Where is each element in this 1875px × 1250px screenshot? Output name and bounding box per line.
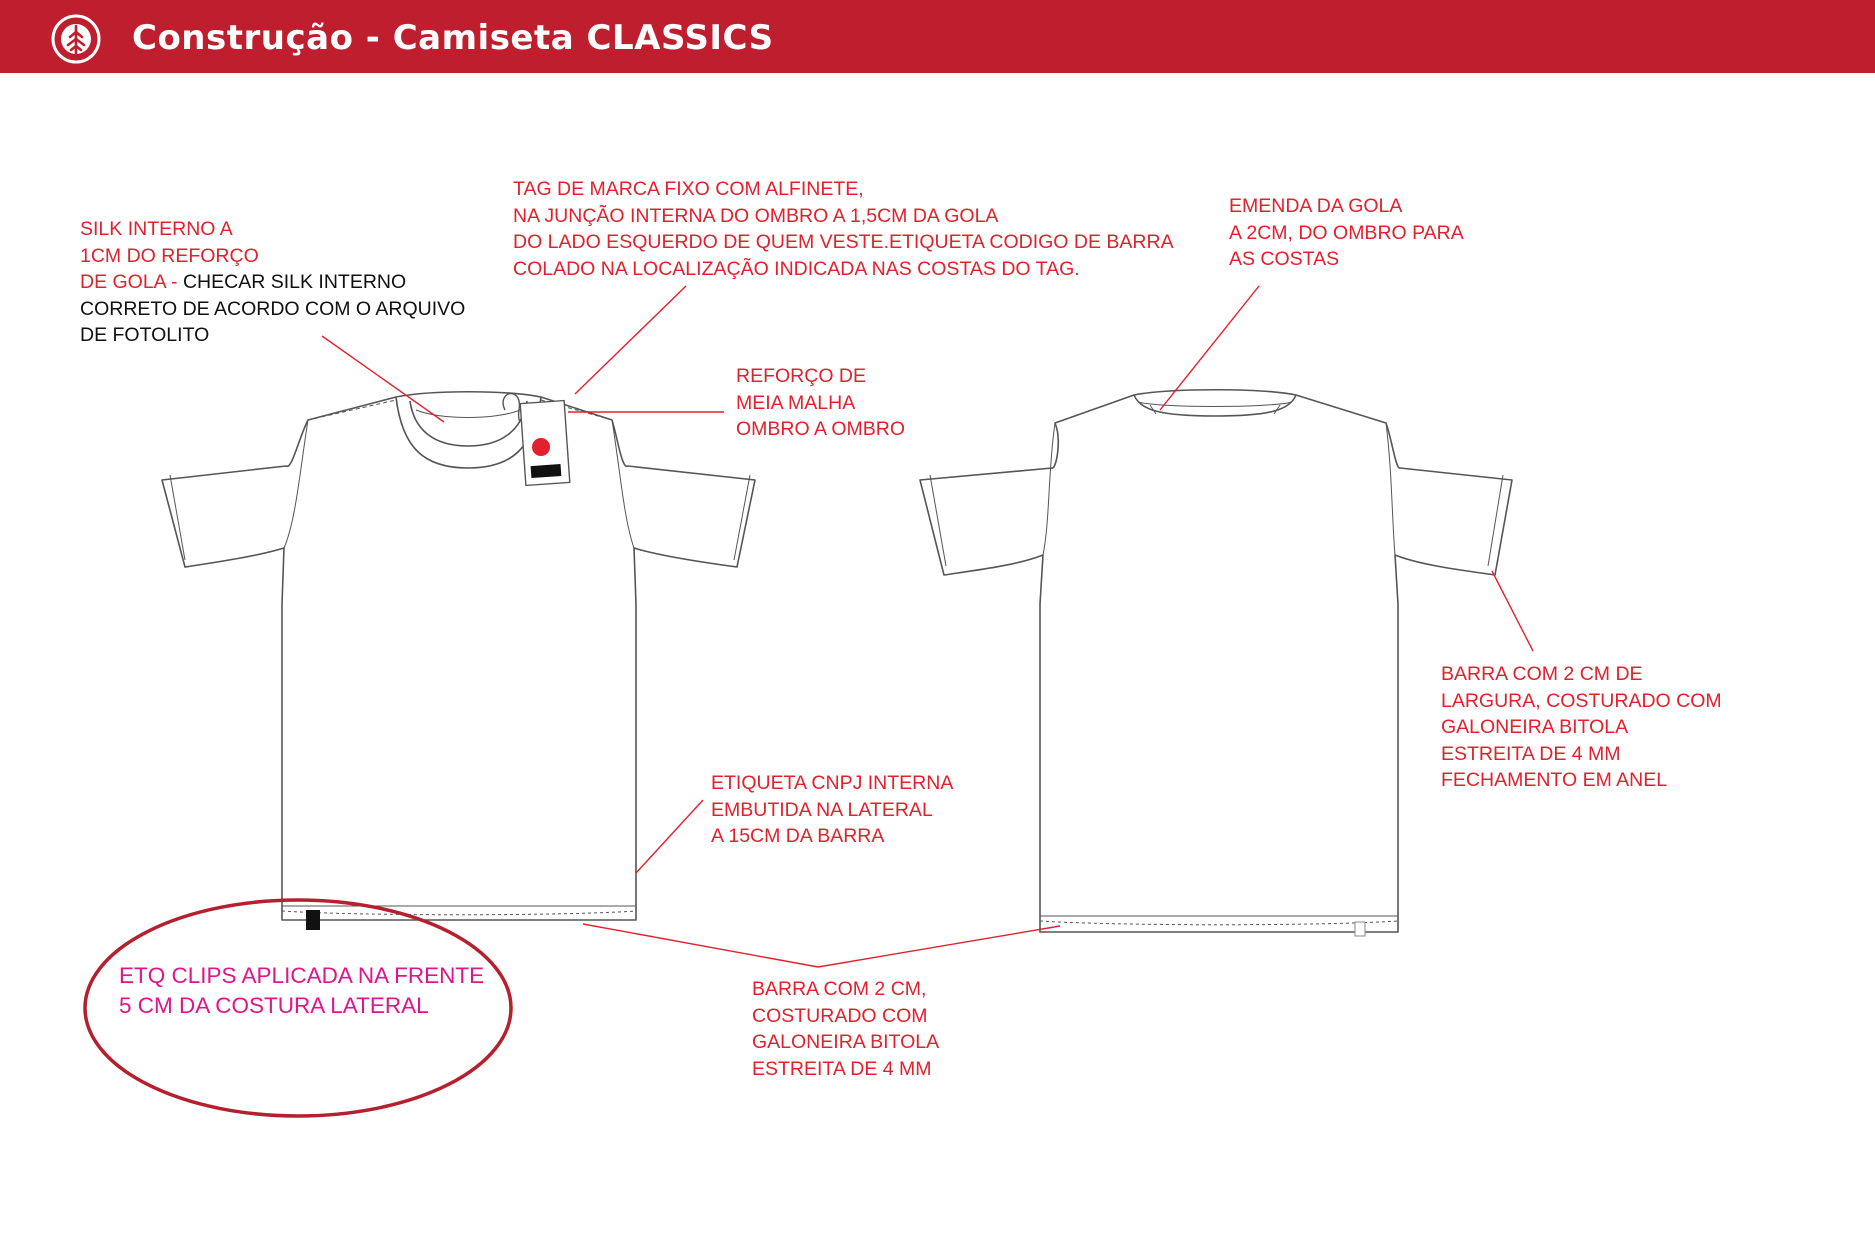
- front-right-sleeve-hem: [733, 474, 751, 561]
- back-cnpj-label: [1354, 921, 1366, 937]
- front-left-sleeve-hem: [169, 474, 186, 561]
- page-title: Construção - Camiseta CLASSICS: [132, 18, 774, 58]
- back-hem-stitch-2: [1039, 920, 1399, 926]
- note-barra: BARRA COM 2 CM, COSTURADO COM GALONEIRA …: [752, 978, 940, 1080]
- front-shoulder-reinforcement: [307, 399, 613, 421]
- front-tshirt-outline: [161, 390, 756, 921]
- leader-barra-manga: [1491, 570, 1534, 652]
- back-armhole-right: [1385, 422, 1396, 556]
- note-silk-interno: SILK INTERNO A 1CM DO REFORÇO DE GOLA - …: [80, 216, 465, 349]
- back-tshirt-outline: [919, 388, 1513, 933]
- back-right-sleeve-hem: [1487, 474, 1504, 567]
- header-bar: Construção - Camiseta CLASSICS: [0, 0, 1875, 73]
- note-silk-red: SILK INTERNO A 1CM DO REFORÇO DE GOLA -: [80, 218, 259, 293]
- back-tshirt: [919, 388, 1513, 933]
- brand-hang-tag: [502, 392, 571, 487]
- etq-clips-highlight-ellipse: [83, 898, 513, 1118]
- back-armhole-left: [1042, 422, 1056, 556]
- front-clips-label: [306, 910, 320, 930]
- leader-silk: [321, 335, 445, 423]
- front-collar-inner: [409, 400, 528, 447]
- note-tag-marca: TAG DE MARCA FIXO COM ALFINETE, NA JUNÇÃ…: [513, 178, 1174, 280]
- note-silk-black: CHECAR SILK INTERNO CORRETO DE ACORDO CO…: [80, 271, 466, 346]
- tag-barcode-area: [530, 463, 562, 479]
- back-collar: [1133, 394, 1297, 417]
- note-etiqueta-cnpj: ETIQUETA CNPJ INTERNA EMBUTIDA NA LATERA…: [711, 772, 954, 847]
- front-armhole-right: [611, 419, 635, 549]
- callout-lines: [321, 285, 1534, 968]
- note-reforco: REFORÇO DE MEIA MALHA OMBRO A OMBRO: [736, 365, 906, 440]
- note-emenda-gola: EMENDA DA GOLA A 2CM, DO OMBRO PARA AS C…: [1229, 195, 1464, 270]
- front-collar-rib: [415, 409, 521, 418]
- leader-barra-back: [817, 925, 1061, 968]
- front-armhole-left: [283, 419, 309, 549]
- leader-barra-front: [582, 923, 819, 968]
- back-collar-inner: [1137, 401, 1293, 407]
- tag-pin-loop: [502, 392, 521, 423]
- tag-logo-icon: [532, 438, 550, 456]
- back-left-sleeve-hem: [929, 474, 947, 567]
- leader-cnpj: [635, 799, 704, 874]
- back-collar-seam: [1149, 404, 1281, 415]
- element-tree-logo-icon: [51, 14, 101, 64]
- front-hem-stitch-2: [281, 910, 637, 916]
- note-etq-clips: ETQ CLIPS APLICADA NA FRENTE 5 CM DA COS…: [119, 963, 485, 1018]
- leader-emenda: [1159, 285, 1260, 411]
- note-barra-manga: BARRA COM 2 CM DE LARGURA, COSTURADO COM…: [1441, 663, 1722, 791]
- leader-tag: [574, 285, 687, 395]
